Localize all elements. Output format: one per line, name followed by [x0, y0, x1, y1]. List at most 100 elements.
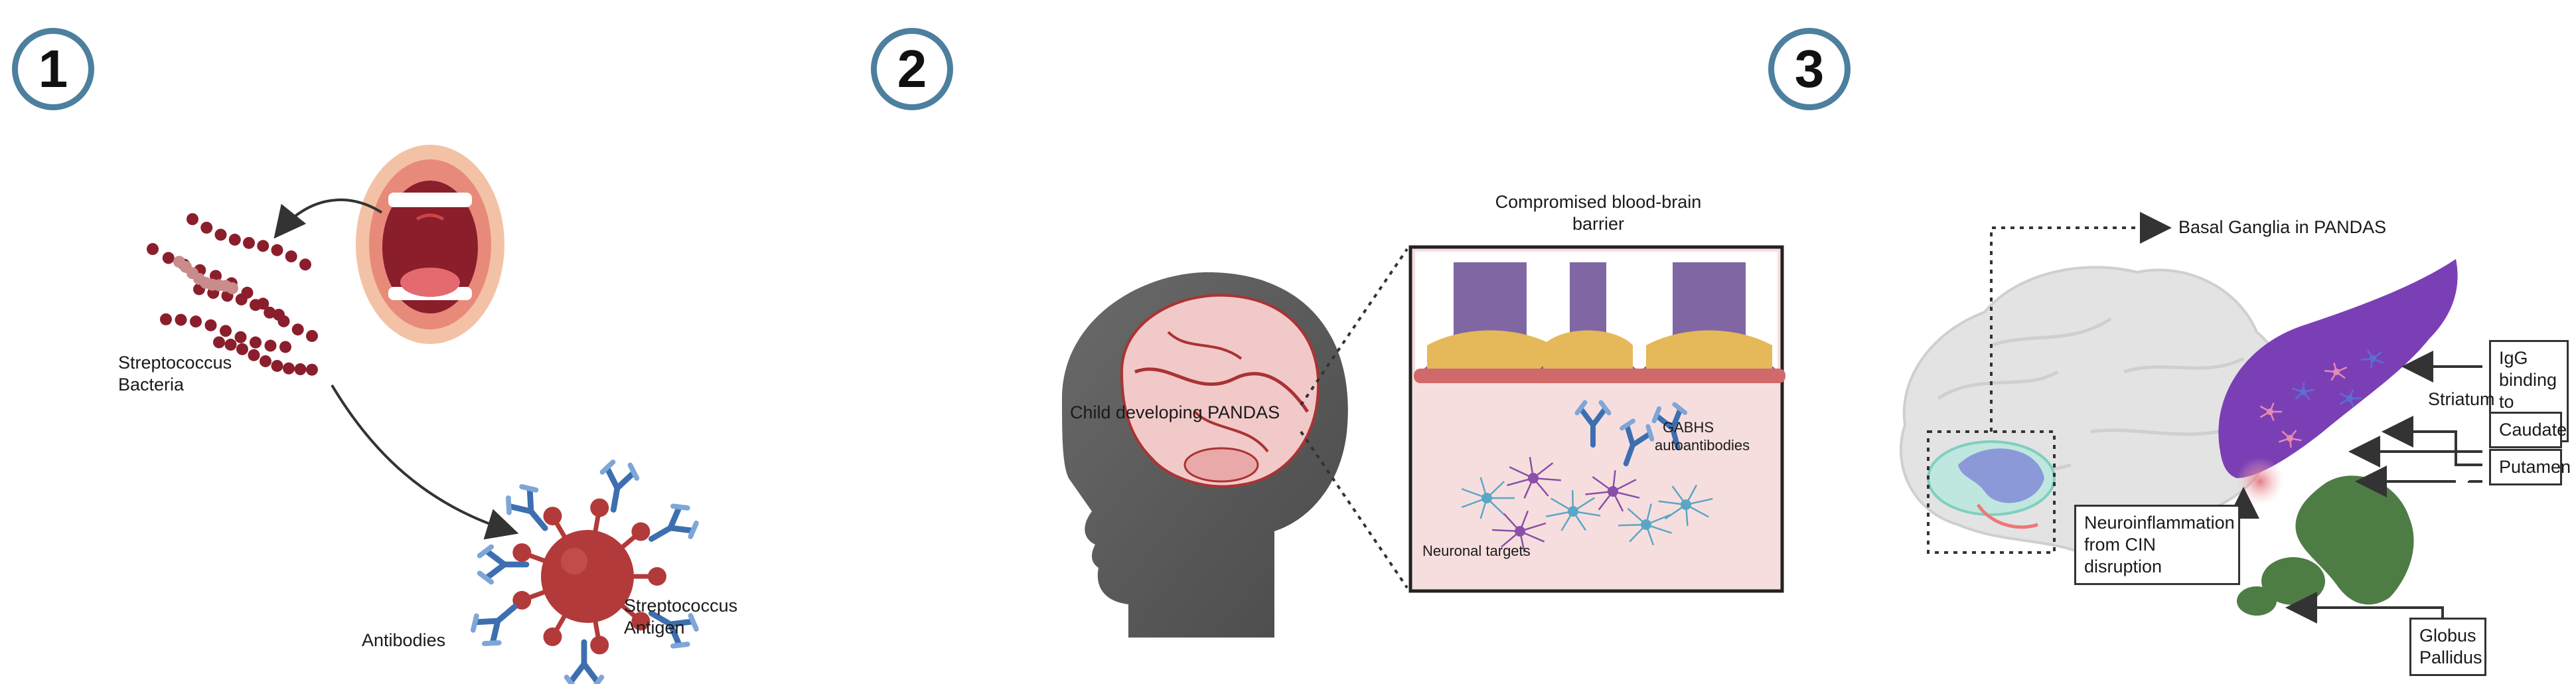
antigen-spike-tip: [543, 627, 562, 646]
bacterium: [190, 315, 202, 328]
globus-pallidus-label: Globus Pallidus: [2409, 618, 2486, 676]
bbb-title-line2: barrier: [1572, 214, 1625, 234]
neuron-icon: [1585, 470, 1640, 512]
bacterium: [243, 236, 255, 249]
bacterium: [162, 252, 175, 264]
antibody-icon: [648, 610, 699, 649]
cin-neuron-icon: [2259, 402, 2282, 421]
bacterium: [226, 282, 238, 295]
antibody-icon: [471, 604, 518, 647]
zoom-line-top: [1300, 248, 1408, 406]
antigen-spike-tip: [631, 612, 650, 631]
bbb-title: Compromised blood-brain barrier: [1452, 191, 1744, 235]
neuron-icon: [1618, 503, 1672, 546]
bacterium: [224, 339, 237, 351]
cin-neuron-icon: [2291, 382, 2315, 400]
igg-binding-line1: IgG binding: [2499, 348, 2557, 390]
antigen-label: Streptococcus Antigen: [624, 595, 737, 639]
antibodies-label: Antibodies: [362, 630, 446, 650]
bacteria-chain-icon: [147, 213, 318, 376]
bacterium: [260, 355, 271, 367]
bacterium: [187, 213, 198, 225]
cin-neuron-icon: [2339, 389, 2362, 408]
antigen-spike-tip: [590, 636, 609, 655]
bacterium: [250, 336, 262, 349]
neuron-icon: [1507, 457, 1561, 499]
bacteria-label-line1: Streptococcus: [118, 353, 232, 373]
antigen-label-line1: Streptococcus: [624, 596, 738, 616]
bacterium: [306, 329, 318, 342]
bacterium: [285, 250, 297, 263]
neuroinflammation-line2: from CIN disruption: [2084, 535, 2162, 576]
antigen-spike-tip: [512, 590, 532, 610]
antigen-spike-tip: [631, 522, 650, 541]
bacterium: [299, 258, 311, 271]
neuron-icon: [1658, 484, 1713, 527]
bacterium: [214, 228, 227, 241]
bacterium: [147, 243, 159, 256]
gabhs-antibody-icon: [1574, 400, 1612, 448]
neuron-icon: [1461, 477, 1515, 519]
cin-neuron-icon: [2361, 349, 2384, 369]
child-label: Child developing PANDAS: [1070, 402, 1280, 422]
bacteria-label: Streptococcus Bacteria: [118, 352, 232, 396]
striatum-shape: [2218, 259, 2458, 478]
bacterium: [175, 313, 187, 326]
bacterium: [220, 325, 232, 337]
child-head-icon: [1062, 272, 1348, 638]
immune-response-arrow: [331, 384, 519, 540]
basal-ganglia-pointer: [1990, 212, 2172, 432]
step-number-3: 3: [1768, 28, 1851, 110]
neuroinflammation-label: Neuroinflammation from CIN disruption: [2074, 505, 2240, 585]
step-number-1: 1: [12, 28, 94, 110]
gabhs-antibody-icon: [1620, 418, 1655, 467]
antigen-spike-tip: [590, 498, 609, 517]
bacterium: [283, 362, 295, 375]
bbb-title-line1: Compromised blood-brain: [1495, 192, 1702, 212]
bacterium: [204, 319, 217, 331]
neuron-icon: [1546, 489, 1601, 531]
bacterium: [264, 306, 276, 319]
neuronal-targets-label: Neuronal targets: [1422, 543, 1531, 559]
cin-neuron-icon: [2324, 362, 2348, 381]
bacterium: [236, 343, 248, 355]
zoom-line-bottom: [1300, 430, 1408, 589]
blood-vessel: [1633, 262, 1785, 383]
globus-pallidus-line2: Pallidus: [2419, 647, 2482, 667]
label-connectors: [2228, 351, 2482, 624]
bacterium: [271, 359, 283, 372]
bacterium: [200, 221, 213, 234]
bacterium: [250, 299, 262, 311]
bbb-zoom-box: [1408, 245, 1785, 593]
bacterium: [228, 233, 241, 246]
caudate-label: Caudate: [2489, 412, 2567, 448]
putamen-label: Putamen: [2489, 449, 2571, 485]
neuroinflammation-line1: Neuroinflammation: [2084, 513, 2235, 533]
bacterium: [277, 315, 290, 327]
bacterium: [235, 293, 248, 305]
bacterium: [306, 363, 318, 376]
gabhs-label-line2: autoantibodies: [1655, 437, 1750, 454]
bacterium: [271, 244, 283, 256]
bacterium: [248, 349, 260, 361]
cin-neuron-icon: [2279, 430, 2302, 448]
basal-ganglia-title: Basal Ganglia in PANDAS: [2178, 217, 2387, 237]
bacterium: [279, 341, 291, 353]
transmission-arrow: [273, 198, 383, 239]
antibody-icon: [599, 460, 640, 513]
brain-icon: [1120, 294, 1320, 488]
antigen-antibody-icon: [471, 460, 699, 684]
gabhs-label-line1: GABHS: [1663, 419, 1714, 436]
step-number-2: 2: [871, 28, 953, 110]
bacteria-label-line2: Bacteria: [118, 375, 185, 394]
antibody-icon: [477, 544, 530, 585]
antibody-icon: [564, 639, 605, 684]
antigen-spike-tip: [512, 543, 532, 562]
globus-pallidus-line1: Globus: [2419, 626, 2476, 645]
blood-vessel: [1530, 262, 1646, 383]
bacterium: [213, 336, 225, 349]
bacterium: [264, 339, 277, 352]
gabhs-label: GABHS autoantibodies: [1655, 418, 1750, 454]
